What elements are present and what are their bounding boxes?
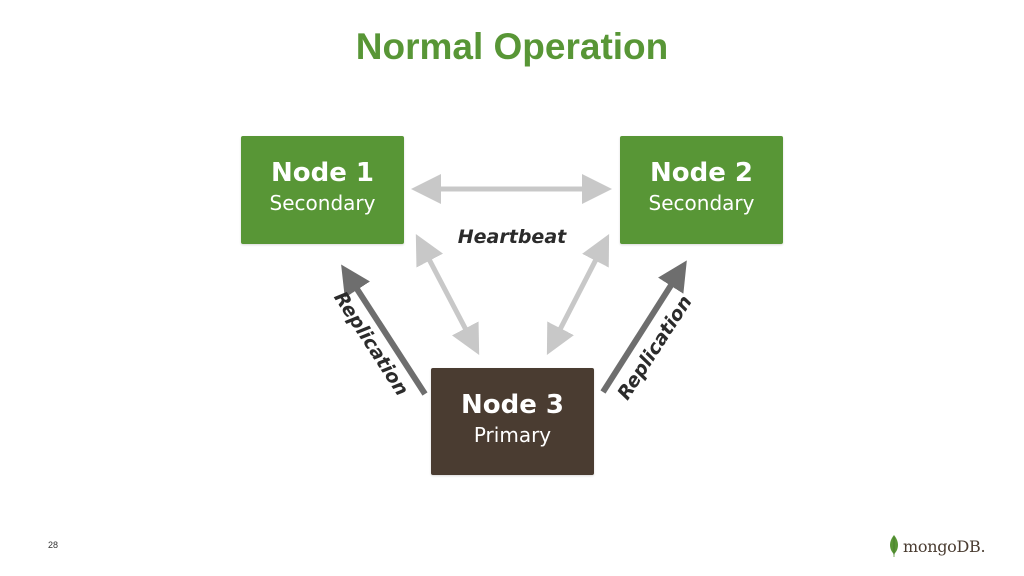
heartbeat-arrow-node2-node3: [546, 233, 610, 356]
node-name: Node 1: [270, 158, 374, 188]
heartbeat-label: Heartbeat: [457, 226, 567, 248]
replication-label-left: Replication: [329, 288, 413, 400]
node-name: Node 2: [649, 158, 753, 188]
node-name: Node 3: [460, 390, 564, 420]
heartbeat-arrow-node1-node3: [415, 234, 480, 355]
page-number: 28: [48, 540, 59, 550]
node-2-secondary: Node 2 Secondary: [620, 136, 783, 244]
node-3-primary: Node 3 Primary: [431, 368, 594, 475]
replication-arrow-right: [600, 260, 687, 394]
node-1-secondary: Node 1 Secondary: [241, 136, 404, 244]
page-title: Normal Operation: [355, 26, 669, 67]
node-role: Secondary: [269, 191, 376, 215]
node-role: Secondary: [648, 191, 755, 215]
leaf-icon: [890, 535, 898, 557]
logo-text: mongoDB.: [903, 536, 986, 556]
mongodb-logo: mongoDB.: [889, 533, 986, 559]
node-role: Primary: [473, 423, 552, 447]
replication-arrow-left: [341, 264, 428, 396]
